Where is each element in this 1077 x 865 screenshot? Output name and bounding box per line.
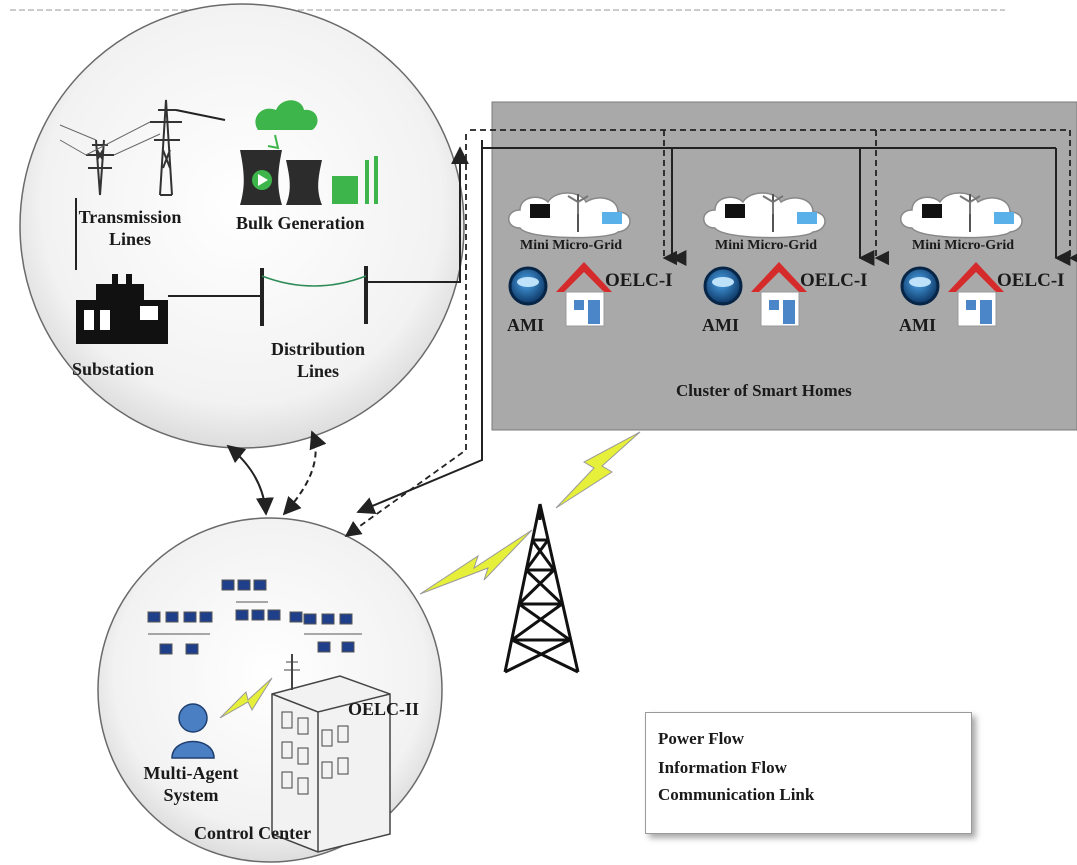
- information-flow-lines: [344, 129, 1077, 537]
- bulk-generation-label: Bulk Generation: [236, 213, 365, 233]
- transmission-label-line1: Transmission: [78, 207, 182, 227]
- transmission-tower-icon: [59, 99, 226, 196]
- power-plant-icon: [240, 100, 378, 205]
- substation-icon: [76, 274, 168, 344]
- agent-label-line2: System: [163, 785, 219, 805]
- control-center-title: Control Center: [194, 823, 312, 843]
- lightning-icon: [419, 529, 533, 595]
- communication-tower-icon: [503, 503, 580, 674]
- transmission-label-line2: Lines: [108, 229, 151, 249]
- power-flow-grid-control: [226, 444, 274, 516]
- ami-label: AMI: [899, 315, 936, 335]
- microgrid-label: Mini Micro-Grid: [912, 238, 1014, 253]
- transmission-lines-label: Transmission Lines: [70, 206, 190, 250]
- ami-label: AMI: [507, 315, 544, 335]
- oelc-ii-label: OELC-II: [348, 699, 420, 719]
- cluster-label: Cluster of Smart Homes: [676, 381, 852, 400]
- agent-label-line1: Multi-Agent: [143, 763, 239, 783]
- oelc-i-label: OELC-I: [997, 270, 1065, 291]
- distribution-label-line2: Lines: [296, 361, 339, 381]
- microgrid-label: Mini Micro-Grid: [715, 238, 817, 253]
- legend-communication-link: Communication Link: [658, 785, 815, 804]
- info-flow-grid-control: [282, 430, 327, 516]
- power-flow-lines: [356, 140, 1071, 515]
- oelc-i-label: OELC-I: [605, 270, 673, 291]
- lightning-icon: [555, 431, 641, 509]
- agent-person-icon: [171, 703, 215, 759]
- home-unit: [508, 192, 631, 327]
- home-unit: [900, 192, 1023, 327]
- microgrid-label: Mini Micro-Grid: [520, 238, 622, 253]
- ami-label: AMI: [702, 315, 739, 335]
- legend-information-flow: Information Flow: [658, 758, 787, 777]
- substation-label: Substation: [72, 359, 155, 379]
- home-unit: [703, 192, 826, 327]
- distribution-label-line1: Distribution: [270, 339, 366, 359]
- computer-network-icon: [147, 579, 362, 655]
- distribution-poles-icon: [168, 146, 469, 326]
- oelc-i-label: OELC-I: [800, 270, 868, 291]
- multi-agent-system-label: Multi-Agent System: [126, 762, 256, 806]
- distribution-lines-label: Distribution Lines: [248, 338, 388, 382]
- legend: Power Flow Information Flow Communicatio…: [645, 712, 972, 834]
- lightning-icon: [219, 677, 273, 719]
- legend-power-flow: Power Flow: [658, 729, 745, 748]
- control-center-building-icon: [271, 654, 391, 853]
